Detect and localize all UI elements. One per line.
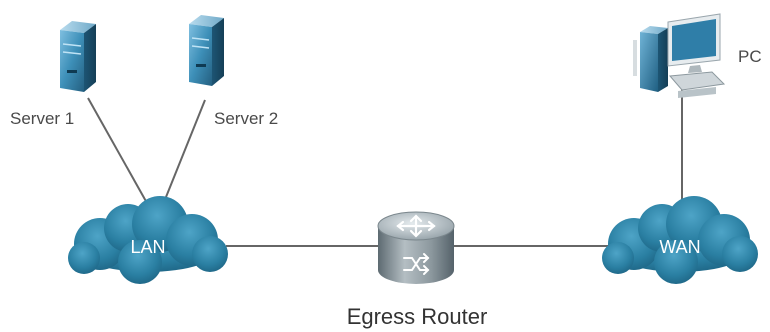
- server-1-label: Server 1: [10, 109, 74, 128]
- egress-router-icon[interactable]: [377, 211, 455, 284]
- lan-label: LAN: [130, 237, 165, 257]
- links: [87, 84, 683, 247]
- server-1-icon[interactable]: [60, 21, 96, 92]
- wan-label: WAN: [659, 237, 700, 257]
- wan-cloud-icon[interactable]: WAN: [602, 196, 758, 284]
- server-2-label: Server 2: [214, 109, 278, 128]
- server-2-icon[interactable]: [189, 15, 224, 86]
- lan-cloud-icon[interactable]: LAN: [68, 196, 228, 284]
- link-server1-lan: [87, 97, 153, 213]
- pc-label: PC: [738, 47, 762, 66]
- egress-router-label: Egress Router: [347, 304, 488, 329]
- pc-icon[interactable]: [633, 13, 726, 98]
- link-server2-lan: [159, 99, 206, 213]
